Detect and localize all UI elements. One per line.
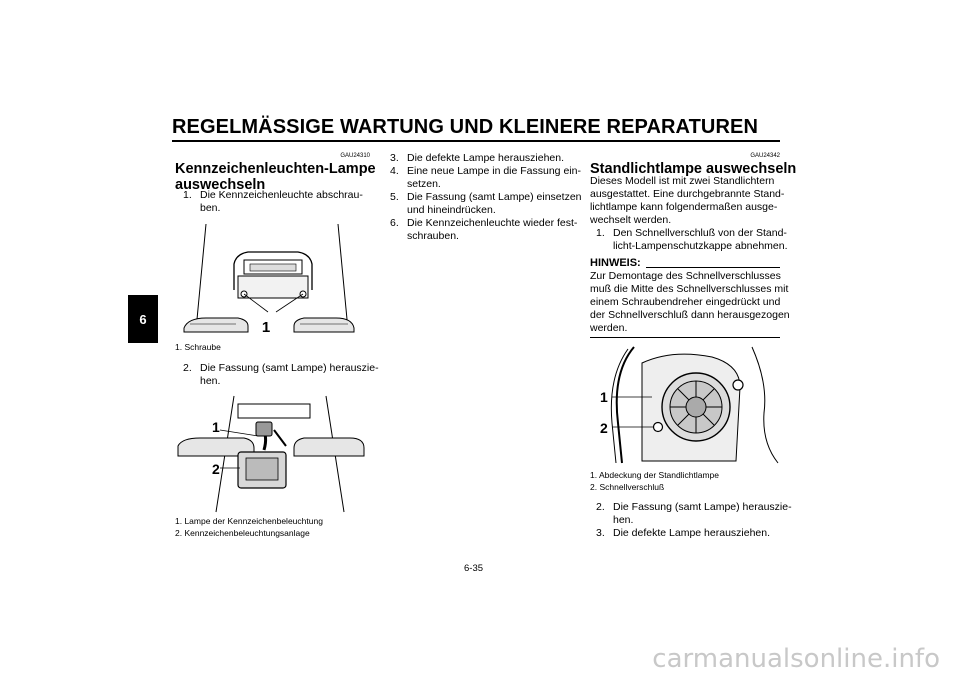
step-3-position: 3. Die defekte Lampe herausziehen.	[596, 527, 796, 540]
step-text-line-1: Die defekte Lampe herausziehen.	[613, 527, 771, 539]
step-2-license: 2. Die Fassung (samt Lampe) herauszie- h…	[183, 362, 383, 390]
step-text-line-1: Den Schnellverschluß von der Stand-	[613, 227, 787, 239]
section-heading-position-light: Standlichtlampe auswechseln	[590, 161, 797, 177]
step-text-line-2: schrauben.	[407, 230, 459, 242]
step-text-line-2: hen.	[613, 514, 634, 526]
step-number: 2.	[183, 362, 192, 374]
step-4-license: 4. Eine neue Lampe in die Fassung ein- s…	[390, 165, 590, 191]
note-rule-top	[646, 267, 780, 268]
figure-callout-1: 1	[212, 419, 220, 435]
step-text-line-2: und hineindrücken.	[407, 204, 496, 216]
figure-caption-1: 1. Abdeckung der Standlichtlampe	[590, 470, 720, 480]
note-line: der Schnellverschluß dann herausgezogen	[590, 309, 790, 321]
step-text-line-1: Eine neue Lampe in die Fassung ein-	[407, 165, 581, 177]
figure-license-light-socket: 1 2	[177, 395, 365, 513]
note-line: werden.	[590, 322, 628, 334]
section-code: GAU24342	[750, 153, 780, 159]
step-number: 1.	[596, 227, 605, 239]
figure-position-light-cover: 1 2	[600, 346, 779, 464]
header-rule	[172, 140, 780, 142]
figure-callout-2: 2	[212, 461, 220, 477]
figure-license-light-screws: 1	[183, 223, 355, 336]
intro-line: Dieses Modell ist mit zwei Standlichtern	[590, 175, 775, 187]
step-number: 2.	[596, 501, 605, 513]
figure-callout-1: 1	[262, 319, 270, 336]
step-number: 1.	[183, 189, 192, 201]
step-text-line-1: Die Kennzeichenleuchte wieder fest-	[407, 217, 578, 229]
step-text-line-1: Die Fassung (samt Lampe) einsetzen	[407, 191, 582, 203]
step-3-license: 3. Die defekte Lampe herausziehen.	[390, 152, 590, 165]
note-line: einem Schraubendreher eingedrückt und	[590, 296, 781, 308]
step-text-line-1: Die defekte Lampe herausziehen.	[407, 152, 565, 164]
figure-callout-1: 1	[600, 389, 608, 405]
note-line: muß die Mitte des Schnellverschlusses mi…	[590, 283, 789, 295]
step-6-license: 6. Die Kennzeichenleuchte wieder fest- s…	[390, 217, 590, 243]
section-code: GAU24310	[340, 153, 370, 159]
figure-caption-2: 2. Schnellverschluß	[590, 482, 665, 492]
step-5-license: 5. Die Fassung (samt Lampe) einsetzen un…	[390, 191, 590, 217]
heading-line-2: auswechseln	[175, 177, 266, 193]
figure-caption-2: 2. Kennzeichenbeleuchtungsanlage	[175, 528, 310, 538]
note-label: HINWEIS:	[590, 257, 641, 269]
note-line: Zur Demontage des Schnellverschlusses	[590, 270, 781, 282]
page-title: REGELMÄSSIGE WARTUNG UND KLEINERE REPARA…	[172, 116, 759, 138]
step-number: 5.	[390, 191, 399, 203]
watermark[interactable]: carmanualsonline.info	[652, 644, 940, 674]
figure-caption: 1. Schraube	[175, 342, 221, 352]
note-rule-bottom	[590, 337, 780, 338]
step-text-line-1: Die Fassung (samt Lampe) herauszie-	[613, 501, 792, 513]
heading-line-1: Kennzeichenleuchten-Lampe	[175, 161, 376, 177]
step-number: 4.	[390, 165, 399, 177]
step-number: 6.	[390, 217, 399, 229]
intro-line: wechselt werden.	[590, 214, 672, 226]
step-number: 3.	[596, 527, 605, 539]
step-text-line-2: setzen.	[407, 178, 441, 190]
intro-line: lichtlampe kann folgendermaßen ausge-	[590, 201, 778, 213]
step-text-line-1: Die Kennzeichenleuchte abschrau-	[200, 189, 363, 201]
intro-paragraph: Dieses Modell ist mit zwei Standlichtern…	[590, 175, 790, 227]
chapter-tab: 6	[128, 295, 158, 343]
step-2-position: 2. Die Fassung (samt Lampe) herauszie- h…	[596, 501, 796, 527]
step-1-license: 1. Die Kennzeichenleuchte abschrau- ben.	[183, 189, 373, 217]
step-text-line-2: hen.	[200, 375, 221, 387]
step-text-line-1: Die Fassung (samt Lampe) herauszie-	[200, 362, 379, 374]
step-number: 3.	[390, 152, 399, 164]
step-text-line-2: ben.	[200, 202, 221, 214]
section-heading-license-light: Kennzeichenleuchten-Lampe auswechseln	[175, 161, 376, 193]
page-number: 6-35	[464, 563, 484, 574]
step-text-line-2: licht-Lampenschutzkappe abnehmen.	[613, 240, 788, 252]
intro-line: ausgestattet. Eine durchgebrannte Stand-	[590, 188, 785, 200]
figure-callout-2: 2	[600, 420, 608, 436]
figure-caption-1: 1. Lampe der Kennzeichenbeleuchtung	[175, 516, 323, 526]
note-text: Zur Demontage des Schnellverschlusses mu…	[590, 270, 790, 335]
step-1-position: 1. Den Schnellverschluß von der Stand- l…	[596, 227, 788, 253]
